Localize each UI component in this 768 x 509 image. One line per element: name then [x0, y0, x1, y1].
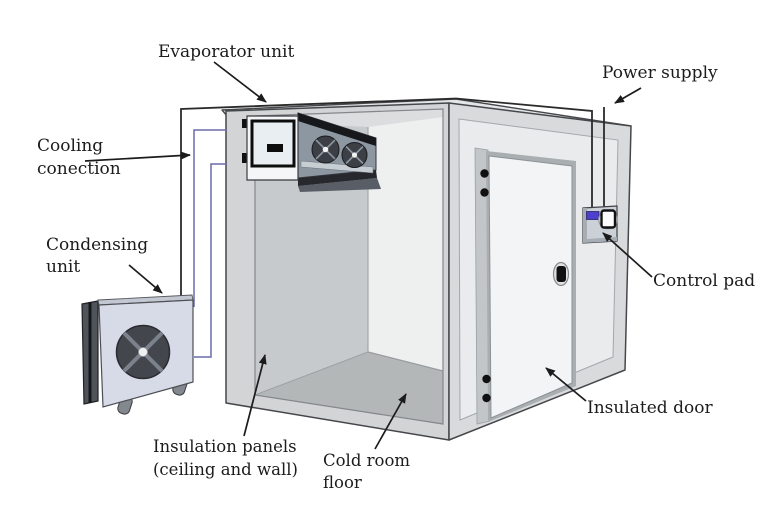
insulation-panels-label-line2: (ceiling and wall) [153, 460, 298, 479]
evaporator-unit [242, 112, 381, 192]
evaporator-mount-tab-top [242, 119, 248, 128]
insulated-door-label: Insulated door [587, 398, 713, 418]
cooling-connection-pipe-outer [193, 129, 227, 307]
condensing-unit-fan [115, 324, 171, 380]
evaporator-annotation: Evaporator unit [158, 42, 294, 103]
wiring [180, 97, 605, 358]
cold-room-floor [255, 352, 443, 424]
control-pad-dial-button [600, 209, 617, 229]
evaporator-mount-tab-bottom [242, 153, 248, 163]
evaporator-front-panel [250, 119, 296, 168]
cooling-connection-label-line2: conection [37, 159, 121, 179]
evaporator-fan-2 [341, 142, 368, 168]
floor-back-edge [367, 351, 444, 372]
insulation-panels-arrow [243, 354, 267, 437]
control-pad-arrow [602, 232, 653, 278]
door-hinge-top-1 [480, 169, 489, 178]
floor-left-edge [254, 351, 369, 396]
condensing-unit-annotation: Condensing unit [46, 235, 163, 294]
door-panel [488, 155, 573, 419]
control-pad-display [586, 211, 600, 220]
door-handle [556, 266, 566, 282]
cold-room-floor-arrow [374, 393, 407, 450]
cooling-connection-label-line1: Cooling [37, 136, 103, 156]
evaporator-fan-1 [311, 135, 340, 164]
cold-room-floor-label-line2: floor [323, 473, 362, 492]
opening-inner-outline [254, 108, 444, 425]
back-insulation-wall [368, 117, 443, 371]
insulation-panels-annotation: Insulation panels (ceiling and wall) [153, 354, 298, 479]
condensing-unit-label-line2: unit [46, 257, 80, 277]
cooling-connection-pipe-inner [194, 163, 227, 358]
control-pad-annotation: Control pad [602, 232, 755, 291]
cooling-connection-arrow [84, 151, 191, 162]
evaporator-label: Evaporator unit [158, 42, 294, 62]
insulated-door [474, 147, 576, 425]
condensing-unit-arrow [128, 264, 163, 294]
cold-room-floor-annotation: Cold room floor [323, 393, 410, 492]
door-hinge-bottom-2 [482, 393, 491, 403]
power-supply-label: Power supply [602, 63, 718, 83]
power-supply-arrow [614, 87, 642, 104]
insulated-door-arrow [545, 367, 587, 402]
annotations: Evaporator unit Power supply Cooling con… [37, 42, 755, 492]
insulated-door-annotation: Insulated door [545, 367, 713, 418]
condensing-unit-label-line1: Condensing [46, 235, 148, 255]
control-wire [180, 97, 593, 300]
cold-room-box [221, 98, 632, 441]
control-pad-label: Control pad [653, 271, 755, 291]
condensing-unit [81, 294, 194, 415]
control-pad [582, 205, 618, 244]
door-hinge-bottom-1 [482, 374, 491, 384]
cold-room-floor-label-line1: Cold room [323, 451, 410, 470]
evaporator-bottom-band [298, 170, 377, 186]
insulation-panels-label-line1: Insulation panels [153, 437, 297, 456]
evaporator-vent-slot [267, 144, 283, 152]
evaporator-underside [298, 178, 381, 192]
evaporator-top-band [298, 113, 376, 146]
cooling-connection-annotation: Cooling conection [37, 136, 191, 179]
door-hinge-top-2 [480, 188, 489, 197]
power-supply-annotation: Power supply [602, 63, 718, 104]
evaporator-arrow [213, 61, 267, 103]
